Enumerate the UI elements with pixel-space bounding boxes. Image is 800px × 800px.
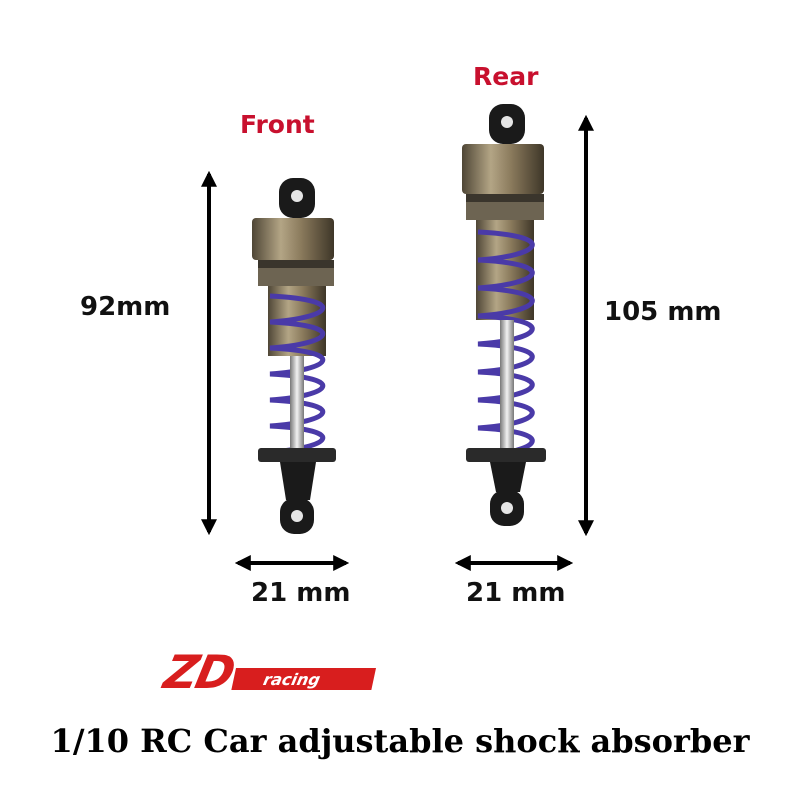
front-height-label: 92mm (80, 292, 171, 322)
svg-text:ZD: ZD (157, 645, 238, 698)
front-width-label: 21 mm (251, 578, 351, 608)
product-caption: 1/10 RC Car adjustable shock absorber (50, 722, 750, 760)
front-shock-absorber (252, 178, 336, 534)
rear-height-label: 105 mm (604, 297, 722, 327)
rear-shock-absorber (462, 104, 546, 526)
zd-racing-logo: ZD racing (157, 645, 377, 699)
svg-text:racing: racing (262, 670, 323, 689)
rear-label: Rear (473, 62, 539, 91)
rear-width-label: 21 mm (466, 578, 566, 608)
front-label: Front (240, 110, 315, 139)
